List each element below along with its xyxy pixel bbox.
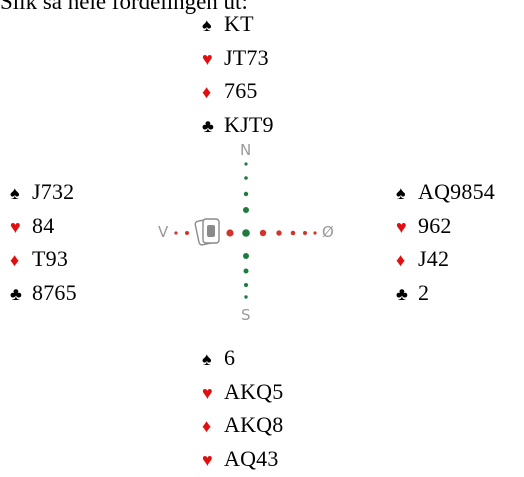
compass-dot [276,230,281,235]
compass-dot [243,207,249,213]
compass-center-dot [242,229,250,237]
compass-dot [303,231,307,235]
compass-dot [260,230,266,236]
compass-dot [313,231,316,234]
compass-dot [226,229,233,236]
compass-dot [244,295,247,298]
compass-dot [244,176,248,180]
compass-dot [174,231,177,234]
compass-dot [244,283,248,287]
compass-dot [244,162,247,165]
compass-dot [244,269,249,274]
compass-dot [244,192,248,196]
compass-dot [243,253,249,259]
compass [0,0,524,456]
compass-dot [291,231,296,236]
compass-dot [185,231,189,235]
card-table-icon [195,219,219,246]
